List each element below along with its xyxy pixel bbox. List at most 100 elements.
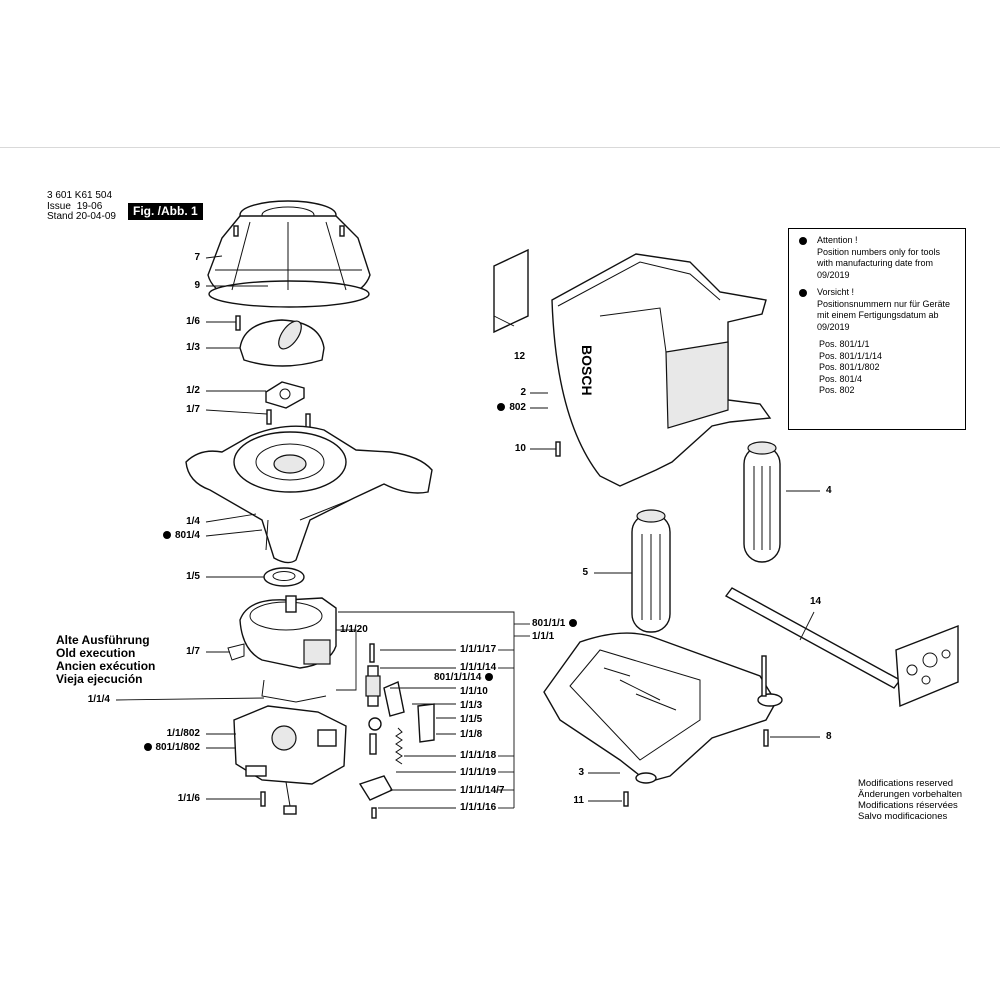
part-number: 3 601 K61 504 bbox=[47, 190, 113, 201]
label-4: 4 bbox=[826, 485, 832, 496]
position-item: Pos. 801/1/1/14 bbox=[819, 350, 883, 361]
part-1-7-screw bbox=[305, 413, 311, 429]
label-11: 11 bbox=[573, 795, 584, 806]
label-1-1-1: 1/1/1 bbox=[532, 631, 555, 642]
part-1-4-base bbox=[185, 425, 433, 564]
label-801-1-1: 801/1/1 bbox=[532, 618, 578, 630]
part-1-5-ring bbox=[263, 567, 305, 587]
housing-brand: BOSCH bbox=[579, 345, 595, 396]
label-801-1-802: 801/1/802 bbox=[110, 742, 200, 754]
new-position-dot bbox=[569, 619, 578, 627]
part-3-bottom-plate bbox=[543, 632, 783, 784]
part-11-screw bbox=[623, 791, 629, 807]
attention-de: Vorsicht ! Positionsnummern nur für Gerä… bbox=[797, 287, 957, 333]
part-1-1-802-board bbox=[233, 705, 347, 815]
modifications-es: Salvo modificaciones bbox=[858, 811, 948, 822]
label-1-2: 1/2 bbox=[186, 385, 200, 396]
part-12-label bbox=[493, 248, 529, 334]
attention-text: Position numbers only for tools with man… bbox=[817, 246, 941, 280]
attention-en: Attention ! Position numbers only for to… bbox=[797, 235, 957, 281]
new-position-dot bbox=[799, 237, 807, 245]
vorsicht-title: Vorsicht ! bbox=[817, 287, 855, 297]
position-item: Pos. 801/1/802 bbox=[819, 362, 880, 372]
part-5-battery bbox=[631, 509, 671, 633]
issue-label: Issue bbox=[47, 201, 71, 212]
part-8-screw bbox=[763, 729, 769, 747]
modifications-de: Änderungen vorbehalten bbox=[858, 789, 963, 800]
label-5: 5 bbox=[582, 567, 588, 578]
position-item: Pos. 801/4 bbox=[819, 373, 863, 384]
label-1-1-1-17: 1/1/1/17 bbox=[460, 644, 497, 655]
label-1-1-1-19: 1/1/1/19 bbox=[460, 767, 497, 778]
label-1-1-10: 1/1/10 bbox=[460, 686, 488, 697]
part-4-battery bbox=[743, 441, 781, 563]
label-7: 7 bbox=[194, 252, 200, 263]
attention-note-box: Attention ! Position numbers only for to… bbox=[788, 228, 966, 430]
new-position-dot bbox=[485, 673, 494, 681]
label-2: 2 bbox=[520, 387, 526, 398]
attention-title: Attention ! bbox=[817, 235, 858, 245]
label-1-1-1-14-7: 1/1/1/14/7 bbox=[460, 785, 505, 796]
part-7-cage bbox=[207, 200, 371, 308]
part-1-2-hub bbox=[265, 381, 305, 409]
label-9: 9 bbox=[194, 280, 200, 291]
label-1-3: 1/3 bbox=[186, 342, 200, 353]
stand-label: Stand bbox=[47, 211, 74, 222]
position-list: Pos. 801/1/1 Pos. 801/1/1/14 Pos. 801/1/… bbox=[819, 339, 957, 397]
issue-row: Issue 19-06 bbox=[47, 201, 102, 213]
modifications-note: Modifications reserved Änderungen vorbeh… bbox=[858, 778, 962, 822]
new-position-dot bbox=[143, 743, 152, 751]
label-3: 3 bbox=[578, 767, 584, 778]
new-position-dot bbox=[162, 531, 171, 539]
position-item: Pos. 802 bbox=[819, 385, 855, 395]
label-1-6: 1/6 bbox=[186, 316, 200, 327]
label-1-1-6: 1/1/6 bbox=[177, 793, 200, 804]
label-1-4: 1/4 bbox=[186, 516, 200, 527]
modifications-fr: Modifications réservées bbox=[858, 800, 958, 811]
label-801-4: 801/4 bbox=[130, 530, 200, 542]
label-1-5: 1/5 bbox=[186, 571, 200, 582]
label-1-1-3: 1/1/3 bbox=[460, 700, 483, 711]
label-801-1-1-14: 801/1/1/14 bbox=[434, 672, 494, 684]
label-10: 10 bbox=[514, 443, 526, 454]
position-item: Pos. 801/1/1 bbox=[819, 339, 870, 349]
old-execution-fr: Ancien exécution bbox=[56, 659, 156, 673]
vorsicht-text: Positionsnummern nur für Geräte mit eine… bbox=[817, 298, 951, 332]
part-1-7-screw bbox=[266, 409, 272, 425]
new-position-dot bbox=[799, 289, 807, 297]
label-14: 14 bbox=[810, 596, 822, 607]
part-10-screw bbox=[555, 441, 561, 457]
label-1-7-old: 1/7 bbox=[186, 646, 200, 657]
old-execution-es: Vieja ejecución bbox=[56, 672, 143, 686]
stand-value: 20-04-09 bbox=[75, 211, 116, 222]
modifications-en: Modifications reserved bbox=[858, 778, 954, 789]
part-1-3-cap bbox=[239, 319, 325, 367]
label-12: 12 bbox=[514, 351, 526, 362]
old-execution-de: Alte Ausführung bbox=[56, 633, 150, 647]
stand-row: Stand 20-04-09 bbox=[47, 211, 116, 223]
leader-lines bbox=[115, 255, 820, 809]
new-position-dot bbox=[497, 403, 506, 411]
part-1-1-motor-assembly bbox=[227, 595, 337, 703]
old-execution-en: Old execution bbox=[56, 646, 136, 660]
part-2-housing: BOSCH bbox=[551, 253, 772, 487]
label-1-1-5: 1/1/5 bbox=[460, 714, 483, 725]
page-top-border bbox=[0, 147, 1000, 148]
part-14-cable-plate bbox=[724, 587, 959, 708]
figure-badge: Fig. /Abb. 1 bbox=[128, 203, 203, 220]
label-1-1-20: 1/1/20 bbox=[340, 624, 368, 635]
old-execution-note: Alte Ausführung Old execution Ancien exé… bbox=[56, 634, 155, 686]
part-1-1-6-screw bbox=[260, 791, 266, 807]
label-1-1-1-14: 1/1/1/14 bbox=[460, 662, 497, 673]
part-1-1-10-spring-group bbox=[358, 643, 435, 819]
part-1-6-screw bbox=[235, 315, 241, 331]
label-1-1-4: 1/1/4 bbox=[87, 694, 110, 705]
label-802: 802 bbox=[480, 402, 526, 414]
label-1-1-802: 1/1/802 bbox=[166, 728, 200, 739]
issue-value: 19-06 bbox=[76, 201, 103, 212]
label-1-1-8: 1/1/8 bbox=[460, 729, 483, 740]
label-1-1-1-16: 1/1/1/16 bbox=[460, 802, 497, 813]
label-8: 8 bbox=[826, 731, 832, 742]
label-1-1-1-18: 1/1/1/18 bbox=[460, 750, 497, 761]
